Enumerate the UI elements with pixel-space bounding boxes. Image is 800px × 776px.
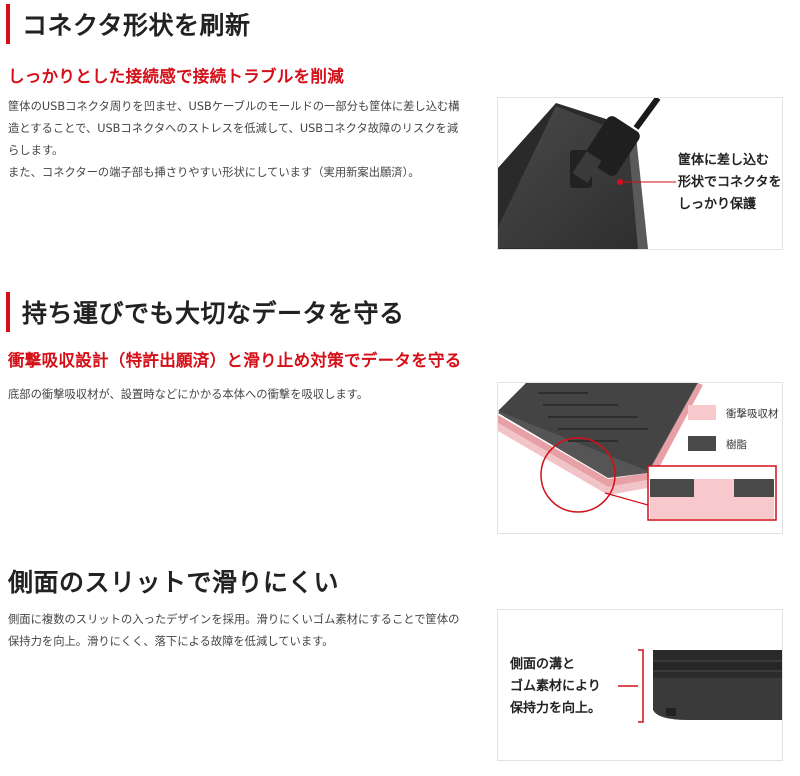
section-heading: 持ち運びでも大切なデータを守る	[6, 292, 405, 332]
section-heading: 側面のスリットで滑りにくい	[8, 568, 340, 597]
section-body: 側面に複数のスリットの入ったデザインを採用。滑りにくいゴム素材にすることで筐体の…	[8, 609, 468, 653]
body-paragraph: 側面に複数のスリットの入ったデザインを採用。滑りにくいゴム素材にすることで筐体の…	[8, 613, 460, 648]
legend-swatch-resin	[688, 436, 716, 451]
legend-label: 樹脂	[726, 439, 747, 451]
section-subheading: しっかりとした接続感で接続トラブルを削減	[8, 67, 344, 86]
legend-label: 衝撃吸収材	[726, 408, 779, 420]
callout-line: しっかり保護	[678, 197, 757, 212]
shock-absorb-illustration: 衝撃吸収材 樹脂	[497, 382, 783, 534]
section-heading: コネクタ形状を刷新	[6, 4, 251, 44]
hard-drive-icon	[498, 383, 777, 521]
callout-line: 筐体に差し込む	[678, 153, 770, 168]
slit-callout: 側面の溝と ゴム素材により 保持力を向上。	[510, 654, 601, 720]
section-subheading: 衝撃吸収設計（特許出願済）と滑り止め対策でデータを守る	[8, 351, 462, 370]
body-paragraph: 底部の衝撃吸収材が、設置時などにかかる本体への衝撃を吸収します。	[8, 388, 369, 401]
hard-drive-icon	[498, 98, 676, 249]
hard-drive-icon	[618, 649, 782, 723]
slit-illustration: 側面の溝と ゴム素材により 保持力を向上。	[497, 609, 783, 761]
connector-callout: 筐体に差し込む 形状でコネクタを しっかり保護	[678, 150, 781, 216]
callout-line: 形状でコネクタを	[678, 175, 782, 190]
callout-line: ゴム素材により	[510, 679, 601, 694]
section-body: 底部の衝撃吸収材が、設置時などにかかる本体への衝撃を吸収します。	[8, 384, 468, 406]
body-paragraph: また、コネクターの端子部も挿さりやすい形状にしています（実用新案出願済）。	[8, 166, 420, 179]
callout-line: 側面の溝と	[510, 657, 576, 672]
section-body: 筐体のUSBコネクタ周りを凹ませ、USBケーブルのモールドの一部分も筐体に差し込…	[8, 96, 468, 184]
callout-line: 保持力を向上。	[510, 701, 602, 716]
connector-illustration: 筐体に差し込む 形状でコネクタを しっかり保護	[497, 97, 783, 250]
legend-swatch-cushion	[688, 405, 716, 420]
body-paragraph: 筐体のUSBコネクタ周りを凹ませ、USBケーブルのモールドの一部分も筐体に差し込…	[8, 100, 460, 157]
usb-cable-icon	[572, 98, 661, 183]
